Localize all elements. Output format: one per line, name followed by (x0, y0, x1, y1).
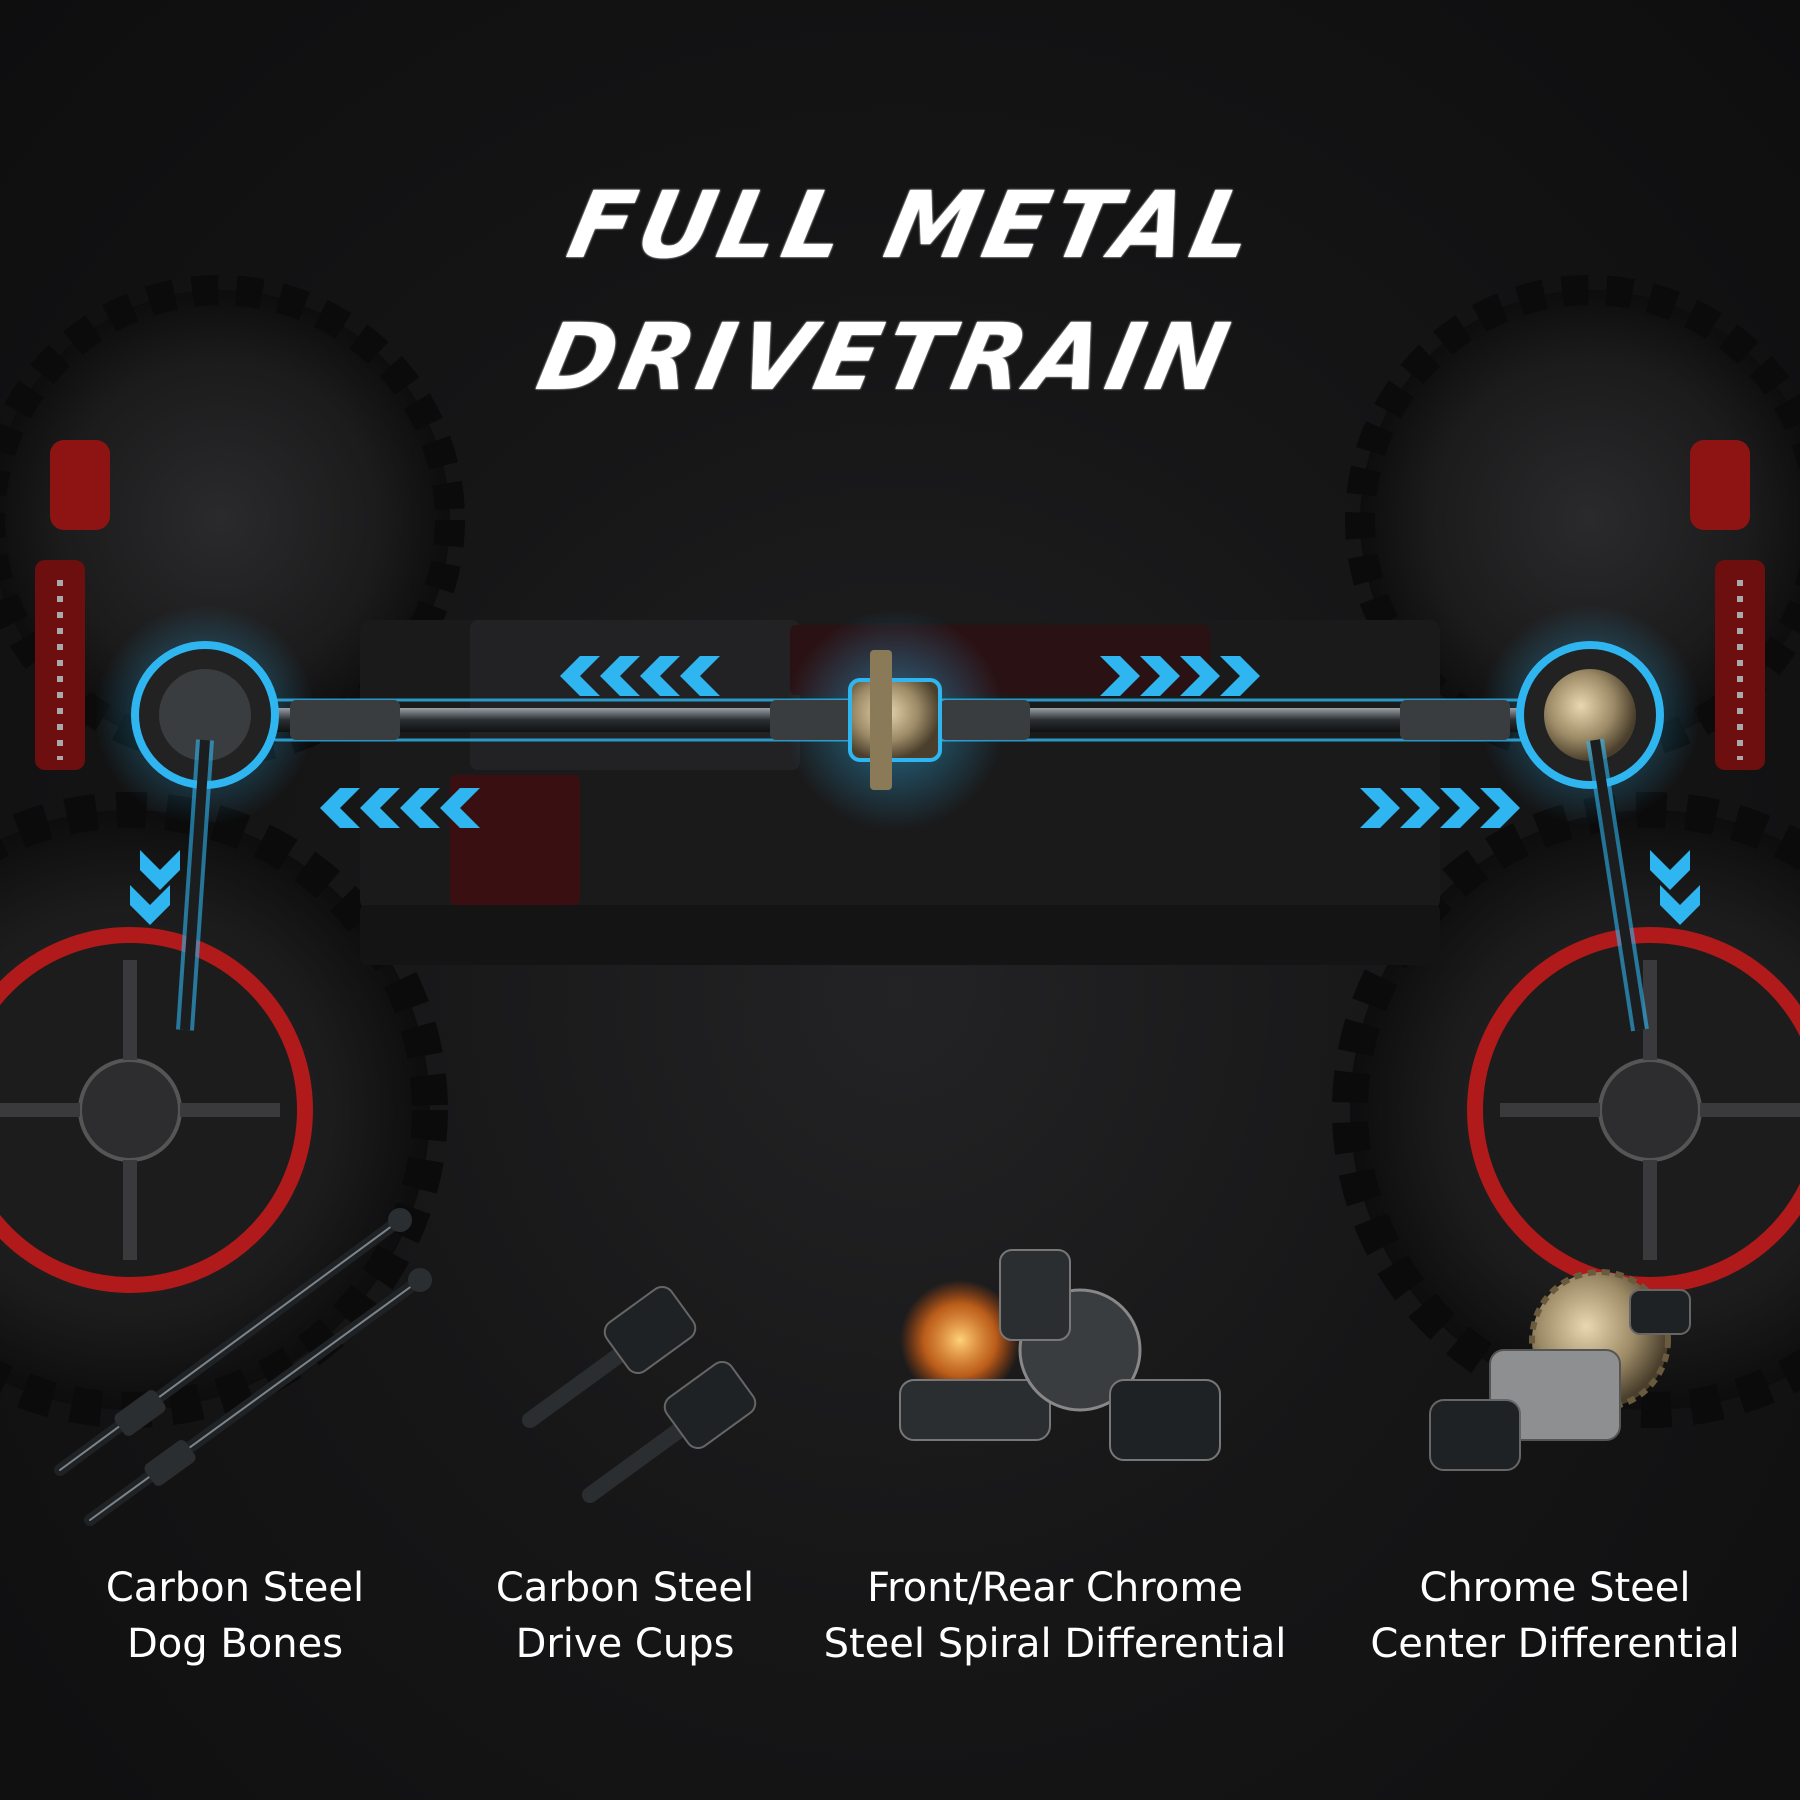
caption-spiral-differential: Front/Rear Chrome Steel Spiral Different… (795, 1560, 1315, 1672)
headline-line-1: FULL METAL (559, 172, 1269, 279)
tire-rear-right (1332, 792, 1800, 1428)
caption-line-1: Chrome Steel (1419, 1565, 1691, 1611)
caption-line-2: Steel Spiral Differential (823, 1621, 1287, 1667)
headline: FULL METAL DRIVETRAIN (0, 160, 1800, 424)
center-differential-product (1429, 1269, 1691, 1471)
dog-bone-rear (1586, 738, 1649, 1032)
rear-differential (1516, 641, 1664, 789)
caption-line-2: Drive Cups (515, 1621, 735, 1667)
caption-line-1: Carbon Steel (105, 1565, 365, 1611)
arrow-left-upper-icon (560, 656, 720, 696)
shock-absorber-left (35, 440, 110, 770)
tire-rear-left (0, 792, 448, 1428)
arrow-right-upper-icon (1100, 656, 1260, 696)
arrow-left-lower-icon (320, 788, 480, 828)
dog-bone-front (176, 739, 214, 1031)
caption-center-differential: Chrome Steel Center Differential (1340, 1560, 1770, 1672)
caption-line-2: Dog Bones (126, 1621, 344, 1667)
dog-bones-product (54, 1208, 432, 1526)
caption-drive-cups: Carbon Steel Drive Cups (435, 1560, 815, 1672)
drive-cups-product (522, 1285, 757, 1503)
caption-dog-bones: Carbon Steel Dog Bones (45, 1560, 425, 1672)
spiral-differential-product (899, 1249, 1221, 1461)
caption-line-1: Front/Rear Chrome (867, 1565, 1243, 1611)
caption-line-1: Carbon Steel (495, 1565, 755, 1611)
arrow-down-right-icon (1650, 850, 1700, 925)
arrow-right-lower-icon (1360, 788, 1520, 828)
caption-line-2: Center Differential (1370, 1621, 1740, 1667)
arrow-down-left-icon (130, 850, 180, 925)
center-differential (848, 650, 942, 790)
headline-line-2: DRIVETRAIN (528, 304, 1244, 411)
shock-absorber-right (1690, 440, 1765, 770)
